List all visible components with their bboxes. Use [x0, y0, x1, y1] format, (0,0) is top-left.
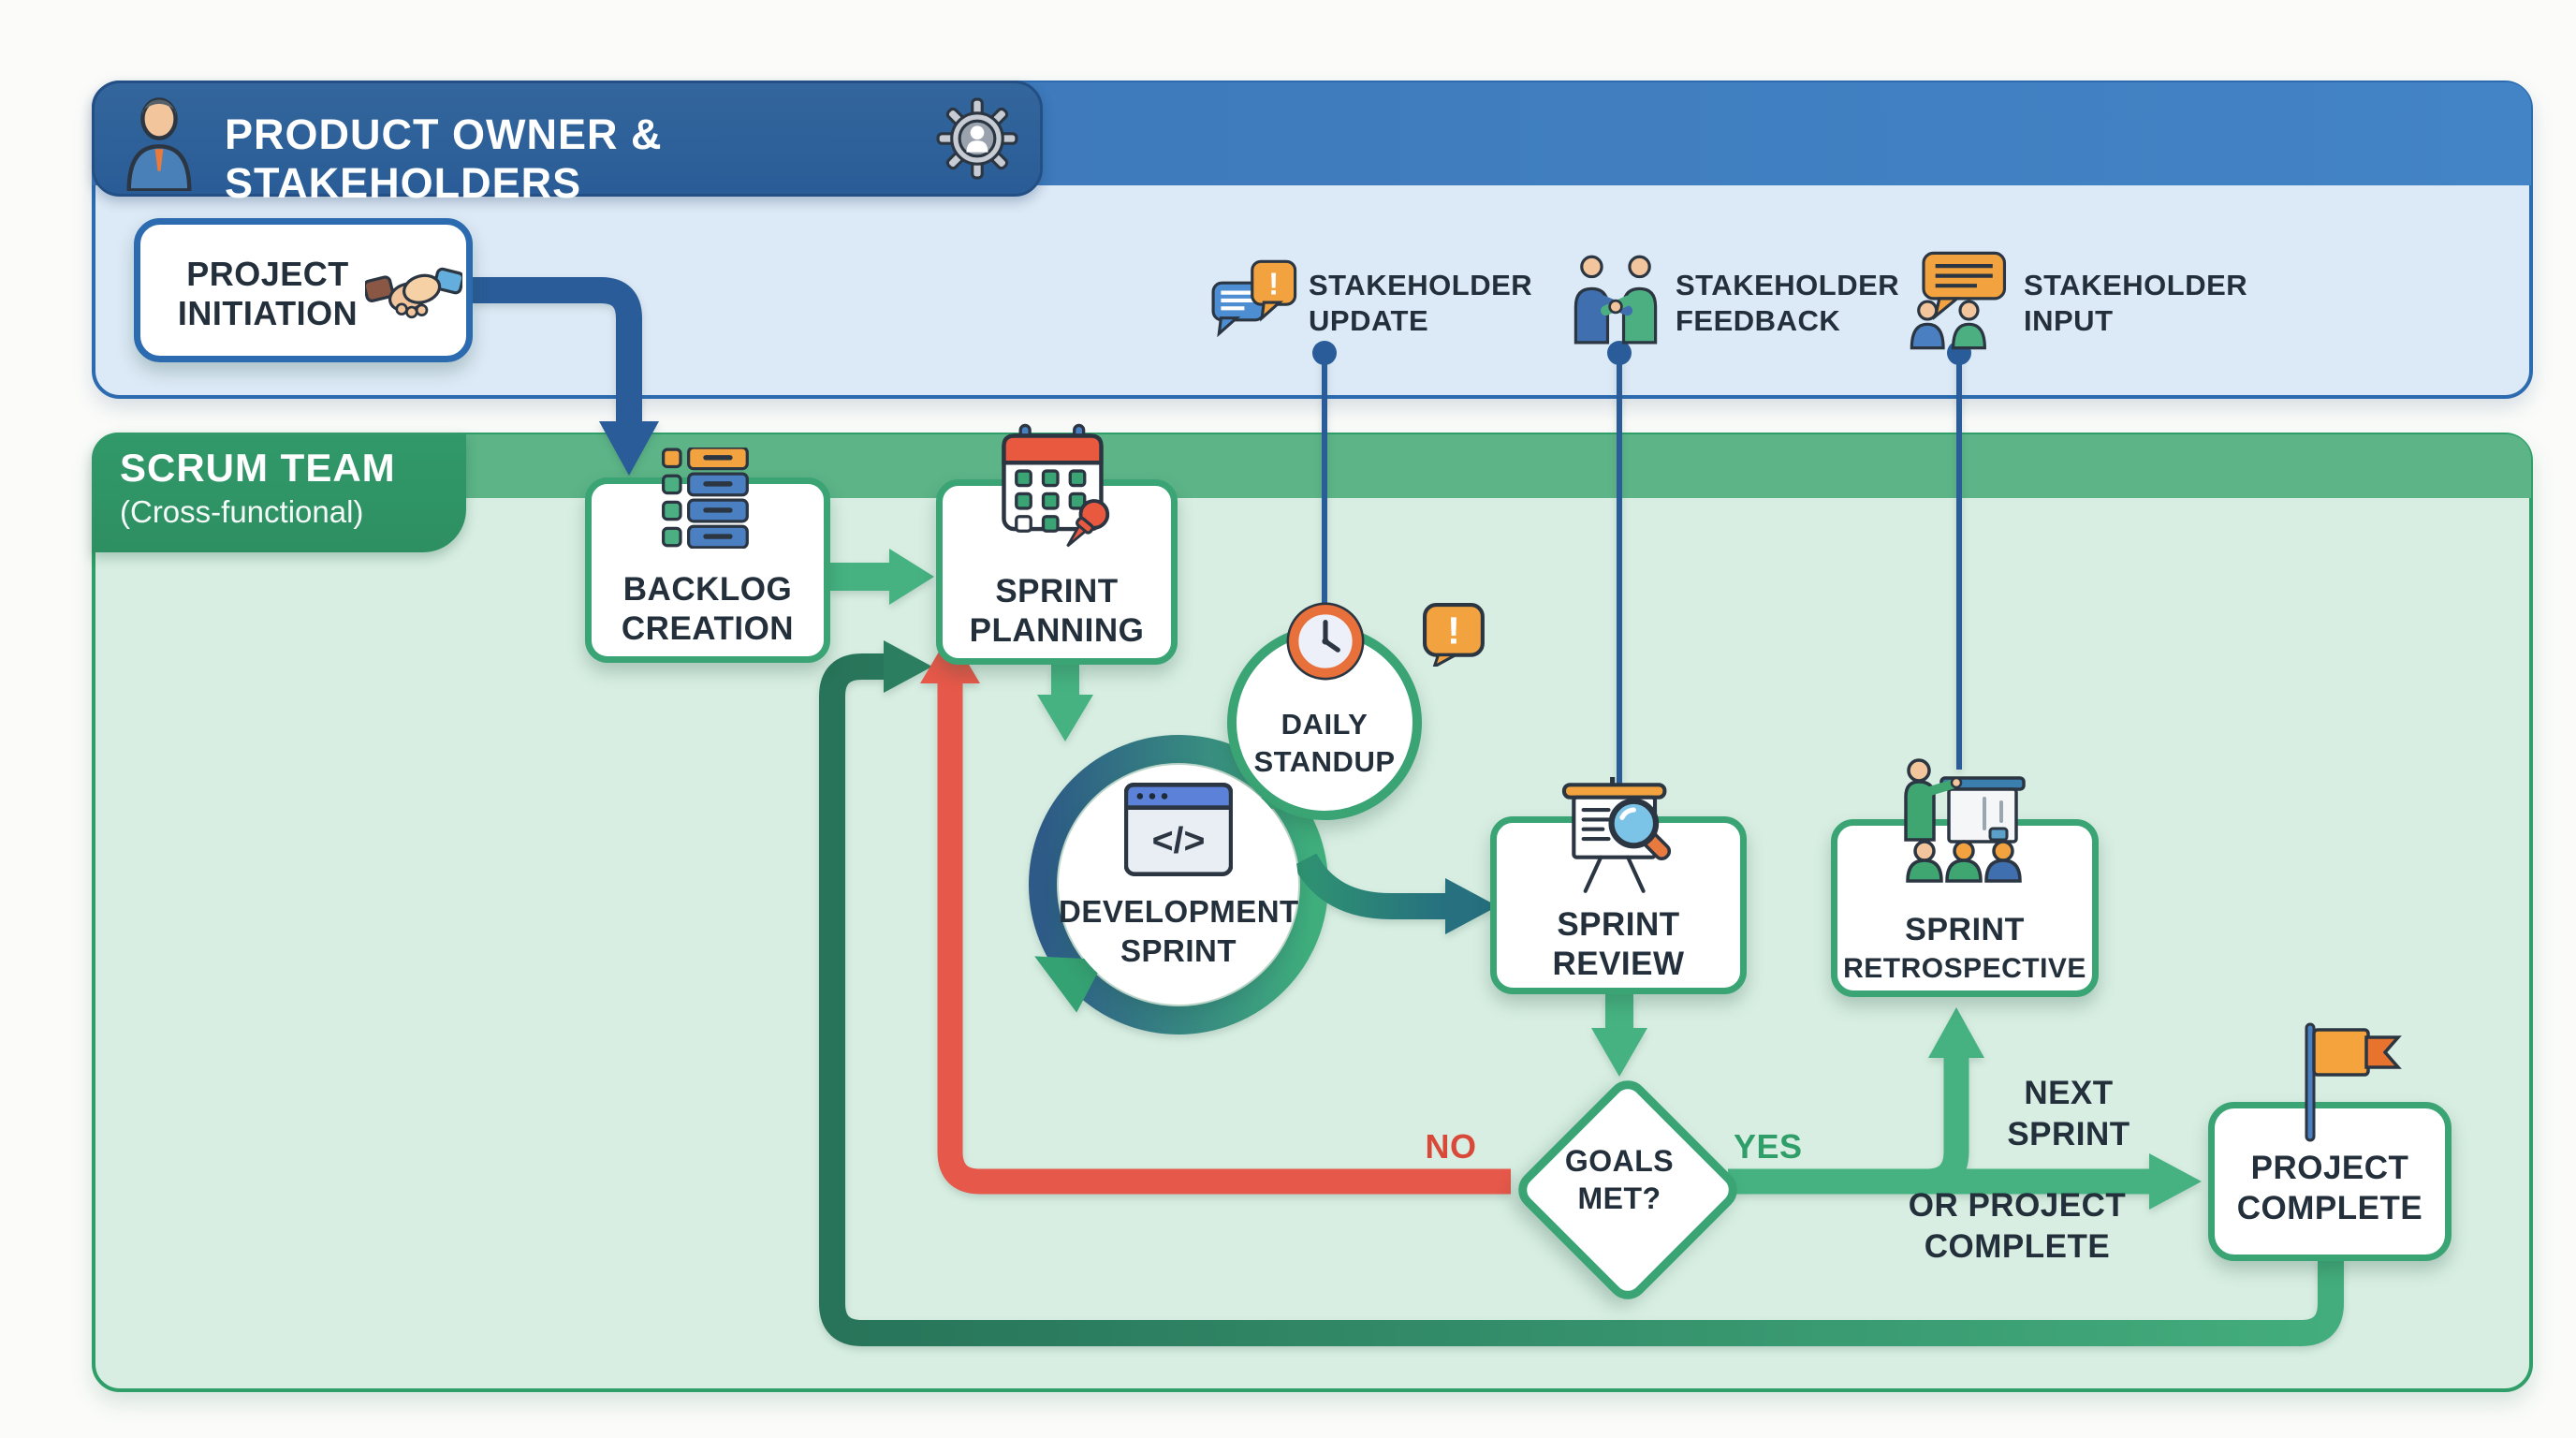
node-label: DEVELOPMENT: [1059, 894, 1299, 929]
stakeholder-input-icon: [1910, 251, 2007, 350]
edge-label-or-project-complete: OR PROJECT COMPLETE: [1895, 1185, 2139, 1268]
node-label: GOALS: [1564, 1144, 1675, 1178]
annotation-line: UPDATE: [1309, 304, 1429, 337]
product-owner-person-icon: [126, 97, 192, 191]
node-label: SPRINT: [1557, 906, 1680, 943]
annotation-line: STAKEHOLDER: [2024, 269, 2248, 301]
edge-label-line: OR PROJECT: [1908, 1187, 2127, 1224]
scrum-lane-subtitle: (Cross-functional): [120, 494, 364, 529]
node-development-sprint: DEVELOPMENT SPRINT: [1059, 765, 1298, 1005]
scrum-lane-strip: [94, 434, 2531, 498]
annotation-line: INPUT: [2024, 304, 2114, 337]
node-label: BACKLOG: [622, 571, 793, 608]
node-label: CREATION: [621, 610, 795, 647]
edge-label-no: NO: [1425, 1127, 1477, 1166]
edge-label-line: SPRINT: [2007, 1116, 2130, 1152]
stakeholder-update-icon: !: [1211, 259, 1297, 338]
node-sprint-retrospective: SPRINT RETROSPECTIVE: [1831, 819, 2099, 997]
handshake-icon: [365, 267, 462, 319]
node-label: SPRINT: [1120, 933, 1237, 968]
edge-review-to-decision: [1591, 994, 1647, 1077]
annotation-line: STAKEHOLDER: [1309, 269, 1533, 301]
alert-glyph: !: [1268, 268, 1279, 302]
feedback-connector-dot: [1607, 341, 1632, 365]
stakeholder-feedback-icon: [1573, 255, 1658, 345]
scrum-lane-title: SCRUM TEAM: [120, 446, 396, 490]
code-glyph: </>: [1152, 820, 1206, 861]
node-label: PROJECT: [2250, 1150, 2409, 1186]
stakeholder-input-label: STAKEHOLDER INPUT: [2024, 268, 2247, 339]
daily-standup-clock-icon: [1286, 602, 1365, 681]
node-label: REVIEW: [1552, 946, 1685, 982]
edge-planning-to-development: [1037, 665, 1093, 741]
edge-label-next-sprint: NEXT SPRINT: [1970, 1073, 2167, 1155]
annotation-line: STAKEHOLDER: [1676, 269, 1900, 301]
edge-yes-path: [1728, 1007, 2202, 1210]
node-label: SPRINT: [1905, 912, 2025, 947]
edge-development-to-review: [1293, 853, 1498, 934]
code-window-icon: </>: [1124, 783, 1233, 876]
stakeholder-feedback-label: STAKEHOLDER FEEDBACK: [1676, 268, 1899, 339]
gear-icon: [936, 97, 1018, 180]
node-label: DAILY: [1281, 708, 1368, 741]
backlog-checklist-icon: [662, 448, 749, 549]
stakeholders-lane-header-tab: [92, 81, 1043, 197]
sprint-planning-calendar-icon: [1002, 423, 1110, 548]
edge-label-line: NEXT: [2024, 1075, 2114, 1111]
node-label: PLANNING: [969, 612, 1145, 649]
edge-backlog-to-planning: [830, 549, 934, 605]
node-label: STANDUP: [1253, 745, 1396, 778]
node-label: COMPLETE: [2236, 1190, 2423, 1226]
edge-return-loop: [819, 640, 2344, 1346]
annotation-line: FEEDBACK: [1676, 304, 1841, 337]
node-label: INITIATION: [177, 294, 359, 332]
stakeholders-lane-title: PRODUCT OWNER & STAKEHOLDERS: [225, 110, 663, 207]
scrum-lane-header-tab: [92, 433, 466, 552]
edge-label-line: COMPLETE: [1924, 1228, 2111, 1265]
stakeholder-update-label: STAKEHOLDER UPDATE: [1309, 268, 1532, 339]
edge-project-initiation-to-backlog: [473, 277, 659, 476]
project-complete-flag-icon: [2305, 1022, 2402, 1142]
node-label: PROJECT: [186, 255, 349, 293]
sprint-review-presentation-icon: [1561, 777, 1672, 893]
node-label: SPRINT: [995, 573, 1119, 609]
alert-glyph: !: [1447, 609, 1460, 652]
node-label: RETROSPECTIVE: [1843, 953, 2086, 984]
standup-alert-icon: !: [1423, 603, 1485, 667]
decision-label: GOALS MET?: [1526, 1142, 1713, 1217]
node-project-complete: PROJECT COMPLETE: [2208, 1102, 2452, 1261]
update-connector-dot: [1312, 341, 1337, 365]
node-label: MET?: [1577, 1181, 1661, 1215]
sprint-retrospective-team-icon: [1904, 758, 2026, 883]
edge-label-yes: YES: [1734, 1127, 1803, 1166]
